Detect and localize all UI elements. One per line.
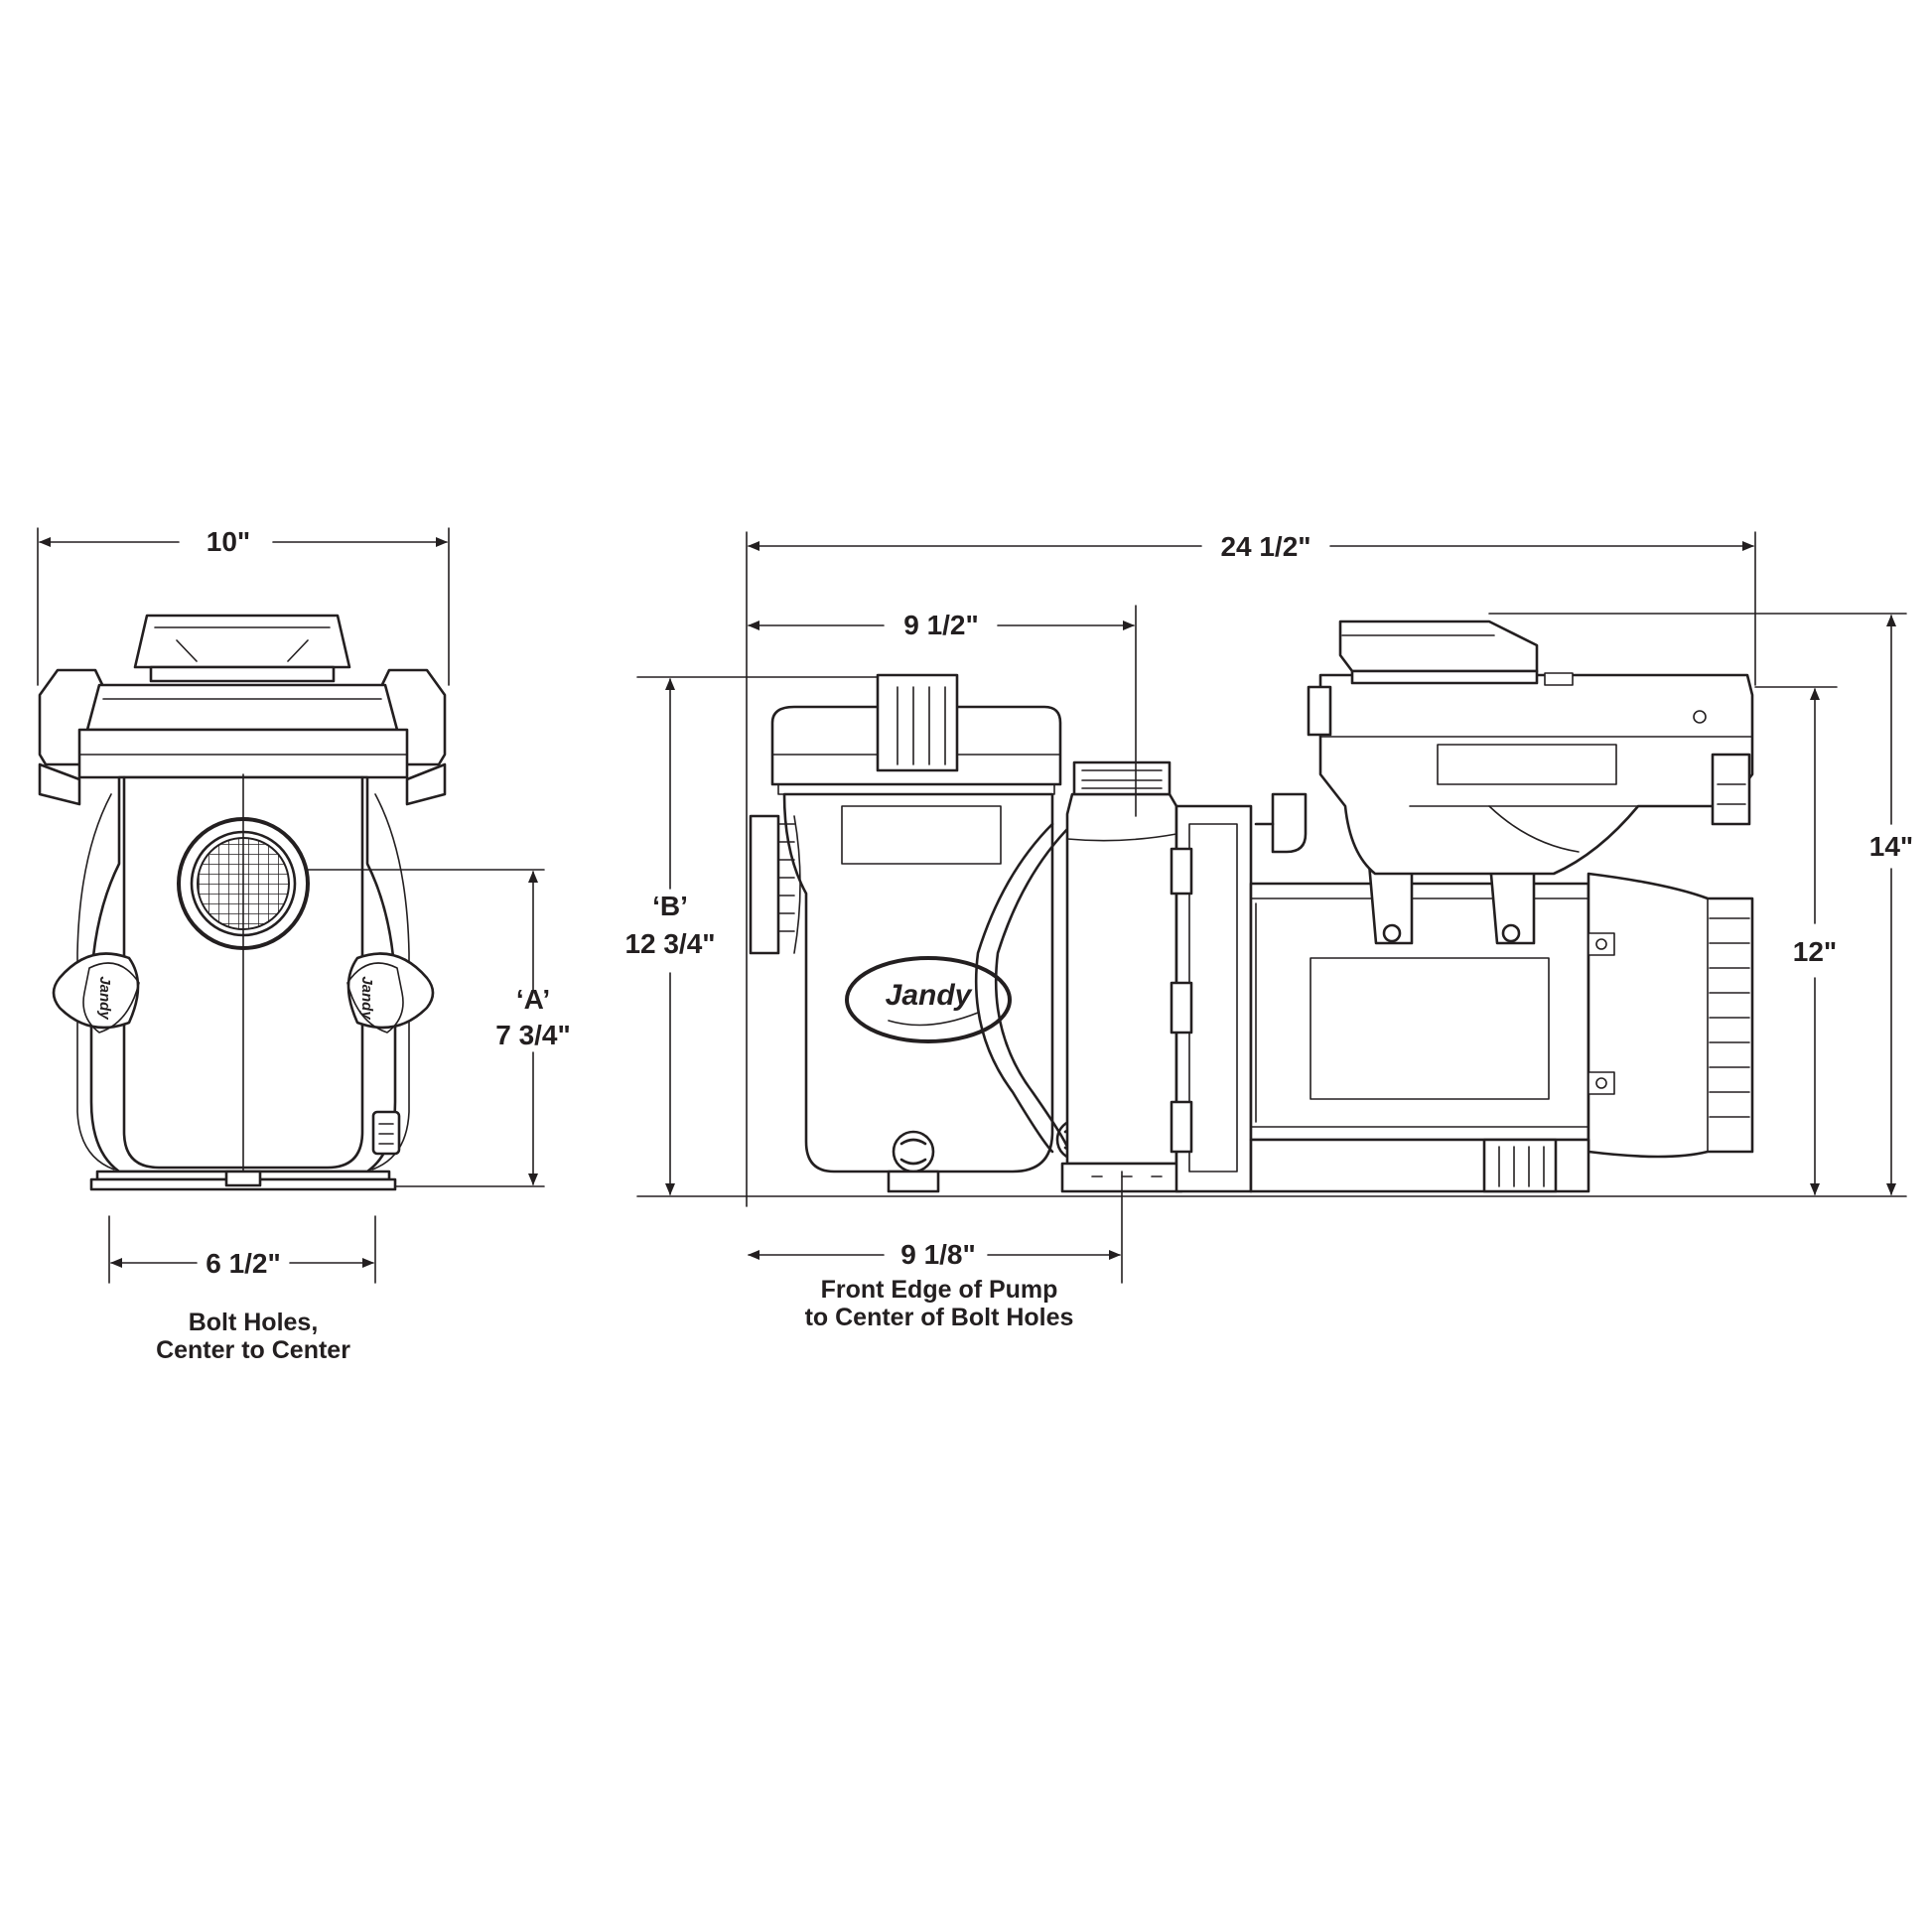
side-height-12-dimension: 12"	[1754, 686, 1838, 1195]
side-basket-to-inlet-label: 9 1/2"	[903, 610, 979, 640]
front-height-a-value: 7 3/4"	[495, 1020, 571, 1050]
side-basket-to-inlet-dimension: 9 1/2"	[748, 605, 1137, 817]
front-width-label: 10"	[207, 526, 250, 557]
side-front-to-bolt-label: 9 1/8"	[900, 1239, 976, 1270]
front-width-dimension: 10"	[37, 526, 450, 686]
side-front-to-bolt-caption-line1: Front Edge of Pump	[821, 1276, 1058, 1304]
front-height-a-dimension: ‘A’ 7 3/4"	[307, 869, 571, 1187]
side-height-14-label: 14"	[1869, 831, 1913, 862]
front-left-badge-logo: Jandy	[96, 976, 113, 1020]
front-view-pump-drawing: Jandy Jandy	[38, 614, 447, 1191]
side-height-12-label: 12"	[1793, 936, 1837, 967]
front-bolt-caption-line1: Bolt Holes,	[189, 1309, 319, 1336]
front-bolt-spacing-dimension: 6 1/2" Bolt Holes, Center to Center	[108, 1215, 376, 1364]
side-overall-length-dimension: 24 1/2"	[746, 531, 1756, 1207]
side-overall-length-label: 24 1/2"	[1220, 531, 1311, 562]
side-height-14-dimension: 14"	[1488, 613, 1913, 1195]
front-bolt-caption-line2: Center to Center	[156, 1336, 350, 1364]
front-right-badge-logo: Jandy	[358, 976, 375, 1020]
side-height-b-tag: ‘B’	[652, 891, 688, 921]
side-front-to-bolt-dimension: 9 1/8" Front Edge of Pump to Center of B…	[748, 1171, 1123, 1331]
side-brand-logo: Jandy	[886, 979, 973, 1012]
front-height-a-tag: ‘A’	[516, 984, 550, 1015]
front-bolt-spacing-label: 6 1/2"	[206, 1248, 281, 1279]
side-height-b-dimension: ‘B’ 12 3/4"	[624, 676, 1907, 1197]
side-front-to-bolt-caption-line2: to Center of Bolt Holes	[805, 1304, 1074, 1331]
side-view-pump-drawing: Jandy	[749, 620, 1754, 1193]
side-height-b-value: 12 3/4"	[624, 928, 715, 959]
